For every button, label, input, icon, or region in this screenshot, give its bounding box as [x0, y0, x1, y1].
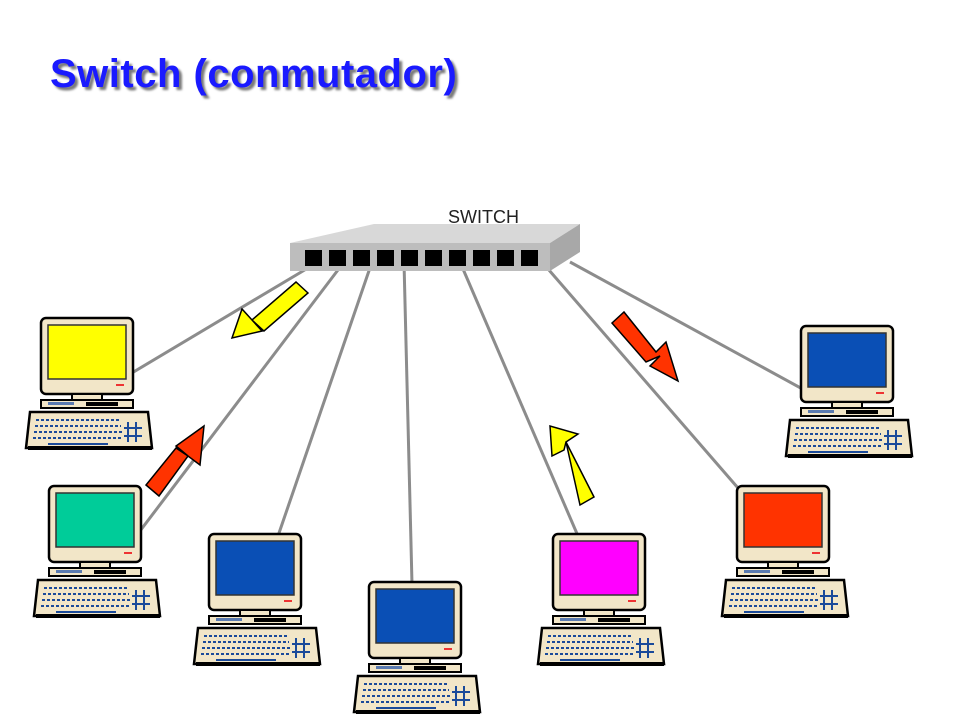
- arrow-2-icon: [144, 424, 205, 498]
- computer-pc-2: [32, 484, 162, 618]
- switch-top: [290, 224, 580, 243]
- computer-screen: [375, 588, 455, 644]
- cable-pc-5: [458, 261, 580, 537]
- switch-device: SWITCH: [290, 207, 580, 271]
- computer-pc-4: [352, 580, 482, 714]
- computer-icon: [32, 484, 162, 618]
- computer-icon: [192, 532, 322, 666]
- switch-port: [497, 250, 514, 266]
- cable-pc-1: [119, 260, 319, 382]
- switch-port: [473, 250, 490, 266]
- computer-pc-3: [192, 532, 322, 666]
- cable-pc-6: [540, 261, 740, 489]
- traffic-arrows: [144, 280, 680, 507]
- cable-pc-2: [116, 261, 346, 561]
- switch-port: [401, 250, 418, 266]
- switch-ports: [305, 250, 538, 266]
- computer-screen: [47, 324, 127, 380]
- computer-icon: [352, 580, 482, 714]
- page-title: Switch (conmutador): [50, 52, 458, 96]
- computer-icon: [24, 316, 154, 450]
- switch-side: [550, 224, 580, 271]
- computer-icon: [784, 324, 914, 458]
- cables: [116, 260, 809, 585]
- computer-pc-1: [24, 316, 154, 450]
- switch-port: [377, 250, 394, 266]
- computer-pc-5: [536, 532, 666, 666]
- arrow-1-icon: [230, 280, 310, 340]
- switch-port: [449, 250, 466, 266]
- switch-port: [305, 250, 322, 266]
- cable-pc-4: [402, 261, 414, 585]
- computer-screen: [215, 540, 295, 596]
- computer-icon: [720, 484, 850, 618]
- switch-label: SWITCH: [448, 207, 519, 227]
- computer-icon: [536, 532, 666, 666]
- switch-port: [353, 250, 370, 266]
- switch-port: [425, 250, 442, 266]
- computer-pc-7: [784, 324, 914, 458]
- computer-screen: [743, 492, 823, 548]
- computer-pc-6: [720, 484, 850, 618]
- arrow-4-icon: [610, 310, 680, 383]
- computer-screen: [807, 332, 887, 388]
- arrow-3-icon: [549, 424, 595, 507]
- cable-pc-3: [276, 261, 374, 537]
- computer-screen: [559, 540, 639, 596]
- computer-screen: [55, 492, 135, 548]
- cable-pc-7: [569, 260, 809, 394]
- switch-port: [329, 250, 346, 266]
- switch-port: [521, 250, 538, 266]
